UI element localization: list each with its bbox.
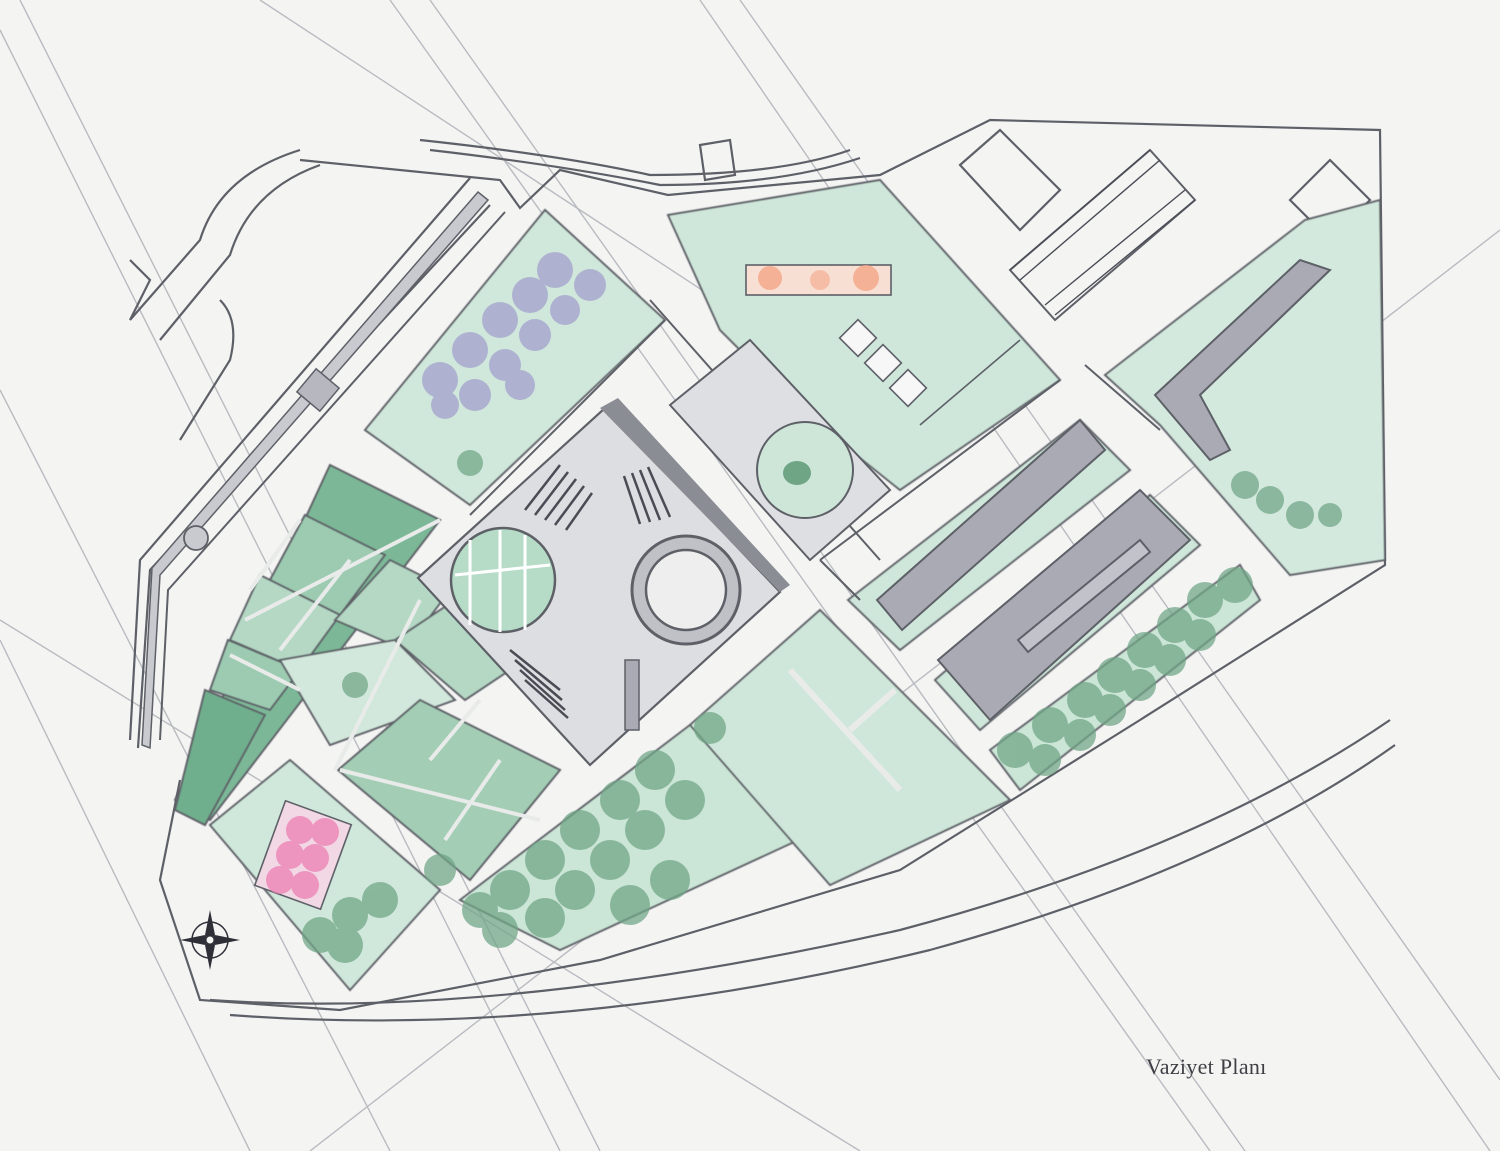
small-pavilions <box>838 318 1021 426</box>
path-marks <box>787 667 903 793</box>
round-plaza <box>668 338 892 562</box>
left-boulevard <box>128 177 506 750</box>
parcel-grid-lines <box>229 518 541 842</box>
orange-garden <box>745 264 892 296</box>
central-plaza <box>416 398 790 767</box>
plan-title: Vaziyet Planı <box>1146 1054 1267 1079</box>
parking-rows <box>1009 149 1196 316</box>
lavender-cluster <box>422 252 606 419</box>
buildings <box>875 148 1332 722</box>
tree-canopies <box>302 450 1342 963</box>
compass-rose-icon <box>180 910 240 970</box>
pink-cluster <box>253 799 353 911</box>
